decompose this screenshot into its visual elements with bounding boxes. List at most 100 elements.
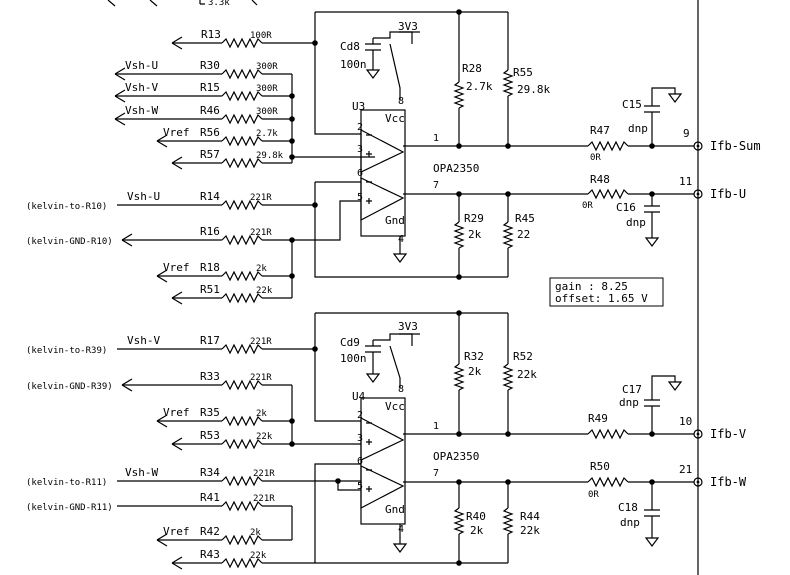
- gain-offset-note: gain : 8.25 offset: 1.65 V: [549, 277, 664, 307]
- r51-value: 22k: [256, 286, 273, 296]
- vref-label-3: Vref: [163, 406, 190, 419]
- r34-label: R34: [200, 466, 220, 479]
- r42-value: 2k: [250, 528, 261, 538]
- r57-value: 29.8k: [256, 151, 284, 161]
- r15-value: 300R: [256, 84, 278, 94]
- r28-value: 2.7k: [466, 80, 493, 93]
- r43-value: 22k: [250, 551, 267, 561]
- c17-value: dnp: [619, 396, 639, 409]
- vref-label-2: Vref: [163, 261, 190, 274]
- r33-value: 221R: [250, 373, 272, 383]
- vsh-w-label: Vsh-W: [125, 104, 158, 117]
- vcc-3v3-label-2: 3V3: [398, 320, 418, 333]
- cd8-label: Cd8: [340, 40, 360, 53]
- u4-pin4: 4: [398, 524, 404, 535]
- r34-value: 221R: [253, 469, 275, 479]
- cd9-label: Cd9: [340, 336, 360, 349]
- vsh-u-label: Vsh-U: [125, 59, 158, 72]
- pin-10: 10: [679, 415, 692, 428]
- u4-pin8: 8: [398, 384, 404, 395]
- r48-value: 0R: [582, 201, 593, 211]
- u4-pin6: 6: [357, 456, 363, 467]
- r14-value: 221R: [250, 193, 272, 203]
- r35-value: 2k: [256, 409, 267, 419]
- c16-label: C16: [616, 201, 636, 214]
- kelvin-to-r39: (kelvin-to-R39): [26, 346, 107, 356]
- r14-label: R14: [200, 190, 220, 203]
- u3-pin6: 6: [357, 168, 363, 179]
- r30-label: R30: [200, 59, 220, 72]
- u3-label: U3: [352, 100, 365, 113]
- r16-label: R16: [200, 225, 220, 238]
- c15-value: dnp: [628, 122, 648, 135]
- r55-label: R55: [513, 66, 533, 79]
- r32-label: R32: [464, 350, 484, 363]
- u3-pin5: 5: [357, 192, 363, 203]
- r51-label: R51: [200, 283, 220, 296]
- vsh-u-label-2: Vsh-U: [127, 190, 160, 203]
- r44-label: R44: [520, 510, 540, 523]
- r53-value: 22k: [256, 432, 273, 442]
- c18-label: C18: [618, 501, 638, 514]
- r50-label: R50: [590, 460, 610, 473]
- c16-value: dnp: [626, 216, 646, 229]
- r13-value: 100R: [250, 31, 272, 41]
- c17-label: C17: [622, 383, 642, 396]
- u4-pin1: 1: [433, 421, 439, 432]
- u4-gnd: Gnd: [385, 503, 405, 516]
- pin-9: 9: [683, 127, 690, 140]
- r44-value: 22k: [520, 524, 540, 537]
- vsh-v-label-2: Vsh-V: [127, 334, 160, 347]
- r17-value: 221R: [250, 337, 272, 347]
- u4-vcc: Vcc: [385, 400, 405, 413]
- vsh-w-label-2: Vsh-W: [125, 466, 158, 479]
- r41-label: R41: [200, 491, 220, 504]
- r46-label: R46: [200, 104, 220, 117]
- u4-pin5: 5: [357, 481, 363, 492]
- pin-21: 21: [679, 463, 692, 476]
- r56-value: 2.7k: [256, 129, 278, 139]
- gain-text: gain : 8.25: [555, 280, 628, 293]
- u3-pin7: 7: [433, 180, 439, 191]
- r18-label: R18: [200, 261, 220, 274]
- r45-label: R45: [515, 212, 535, 225]
- u3-pin4: 4: [398, 234, 404, 245]
- r42-label: R42: [200, 525, 220, 538]
- r33-label: R33: [200, 370, 220, 383]
- u3-pin8: 8: [398, 96, 404, 107]
- vref-label-1: Vref: [163, 126, 190, 139]
- offset-text: offset: 1.65 V: [555, 292, 648, 305]
- vcc-3v3-label-1: 3V3: [398, 20, 418, 33]
- ifb-u-label: Ifb-U: [710, 187, 746, 201]
- ifb-v-label: Ifb-V: [710, 427, 746, 441]
- u4-pin7: 7: [433, 468, 439, 479]
- top-value: 3.3k: [208, 0, 230, 8]
- r56-label: R56: [200, 126, 220, 139]
- r43-label: R43: [200, 548, 220, 561]
- u4-pin2: 2: [357, 410, 363, 421]
- top-stage: 3.3k R13 100R Vsh-U R30 300R Vsh-V R15 3…: [26, 0, 761, 305]
- r46-value: 300R: [256, 107, 278, 117]
- r45-value: 22: [517, 228, 530, 241]
- r57-label: R57: [200, 148, 220, 161]
- r13-label: R13: [201, 28, 221, 41]
- kelvin-gnd-r11: (kelvin-GND-R11): [26, 503, 113, 513]
- cd8-value: 100n: [340, 58, 367, 71]
- r48-label: R48: [590, 173, 610, 186]
- kelvin-to-r10: (kelvin-to-R10): [26, 202, 107, 212]
- r18-value: 2k: [256, 264, 267, 274]
- r15-label: R15: [200, 81, 220, 94]
- u3-gnd: Gnd: [385, 214, 405, 227]
- u3-part-number: OPA2350: [433, 162, 479, 175]
- c15-label: C15: [622, 98, 642, 111]
- kelvin-to-r11: (kelvin-to-R11): [26, 478, 107, 488]
- r29-value: 2k: [468, 228, 482, 241]
- ifb-sum-label: Ifb-Sum: [710, 139, 761, 153]
- r17-label: R17: [200, 334, 220, 347]
- r50-value: 0R: [588, 490, 599, 500]
- r41-value: 221R: [253, 494, 275, 504]
- kelvin-gnd-r39: (kelvin-GND-R39): [26, 382, 113, 392]
- u3-pin3: 3: [357, 144, 363, 155]
- r52-label: R52: [513, 350, 533, 363]
